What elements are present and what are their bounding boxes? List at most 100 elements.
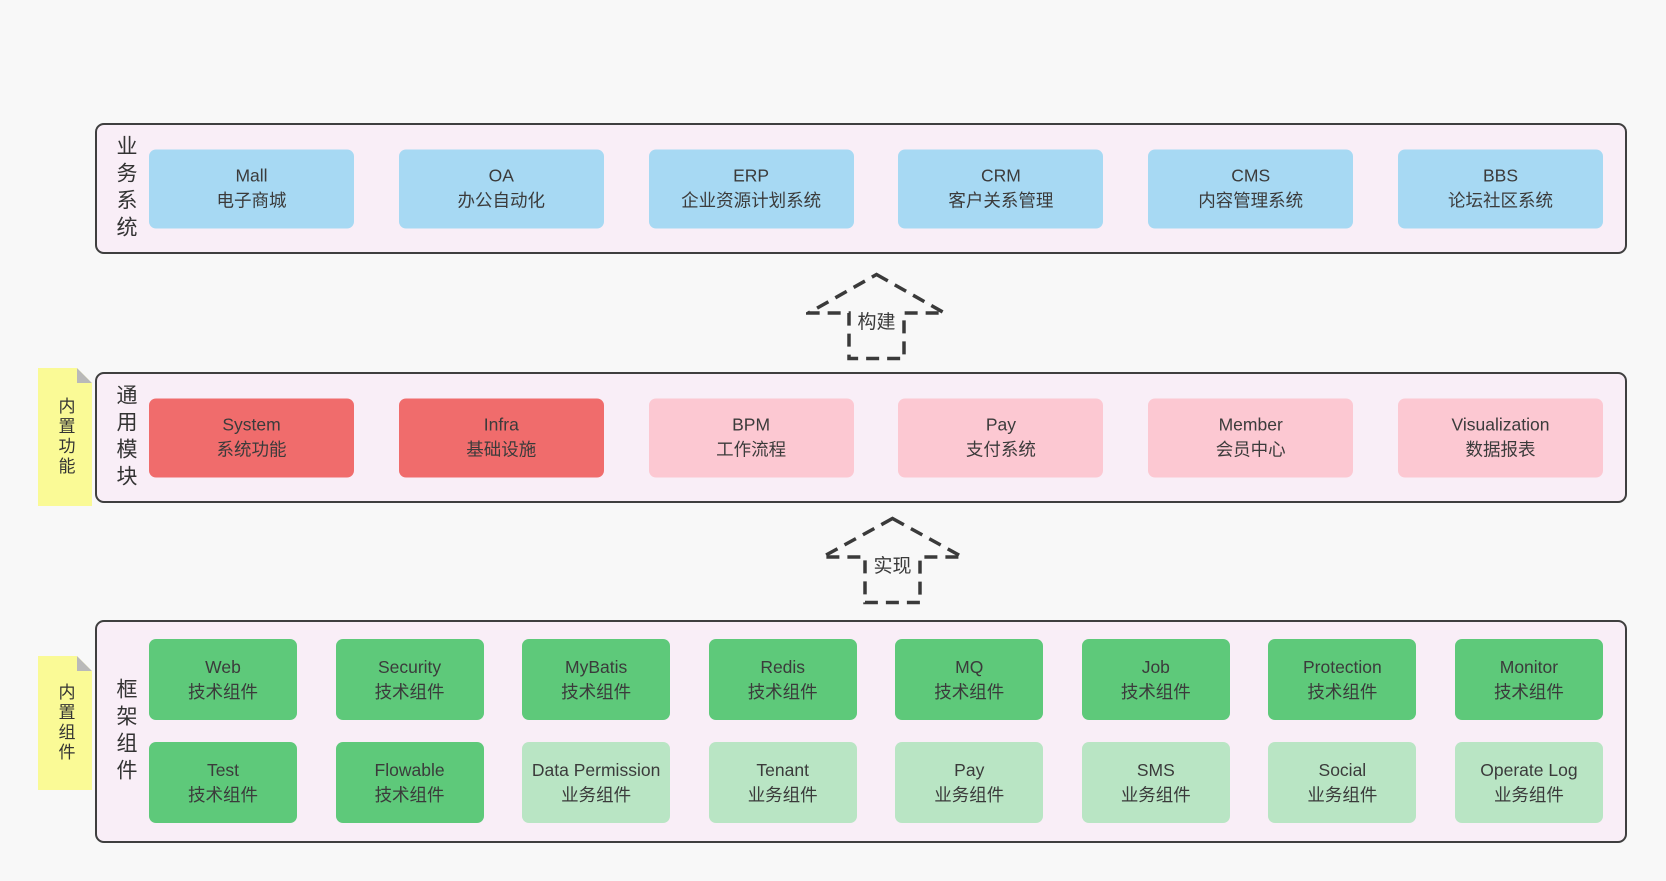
box-test: Test 技术组件: [149, 742, 297, 823]
box-name: OA: [488, 165, 514, 186]
box-name: Job: [1141, 656, 1170, 677]
box-member: Member 会员中心: [1148, 398, 1354, 477]
box-desc: 工作流程: [716, 439, 787, 460]
box-name: MQ: [955, 656, 984, 677]
sticky-note-builtin-components: 内置组件: [38, 656, 92, 790]
business-boxes-row: Mall 电子商城 OA 办公自动化 ERP 企业资源计划系统 CRM 客户关系…: [149, 149, 1603, 228]
box-desc: 业务组件: [1307, 784, 1378, 805]
box-desc: 数据报表: [1465, 439, 1536, 460]
box-pay-component: Pay 业务组件: [895, 742, 1044, 823]
box-name: Member: [1218, 414, 1283, 435]
box-desc: 技术组件: [1120, 681, 1191, 702]
box-pay-system: Pay 支付系统: [898, 398, 1104, 477]
box-desc: 技术组件: [747, 681, 818, 702]
box-desc: 业务组件: [934, 784, 1005, 805]
box-name: Monitor: [1499, 656, 1559, 677]
box-desc: 客户关系管理: [948, 190, 1054, 211]
box-name: MyBatis: [565, 656, 628, 677]
box-web: Web 技术组件: [149, 639, 297, 720]
box-name: Test: [206, 759, 240, 780]
box-desc: 论坛社区系统: [1447, 190, 1553, 211]
box-bpm: BPM 工作流程: [648, 398, 854, 477]
box-desc: 企业资源计划系统: [681, 190, 822, 211]
box-name: BBS: [1482, 165, 1518, 186]
box-mybatis: MyBatis 技术组件: [522, 639, 671, 720]
section-label-framework: 框架组件: [114, 677, 137, 786]
section-business-systems: 业务系统 Mall 电子商城 OA 办公自动化 ERP 企业资源计划系统 CRM…: [95, 123, 1627, 254]
build-arrow-icon: 构建: [806, 272, 947, 361]
box-redis: Redis 技术组件: [708, 639, 857, 720]
box-flowable: Flowable 技术组件: [335, 742, 484, 823]
box-desc: 内容管理系统: [1198, 190, 1304, 211]
sticky-label: 内置组件: [55, 683, 75, 763]
box-desc: 技术组件: [1493, 681, 1564, 702]
box-desc: 业务组件: [1120, 784, 1191, 805]
section-label-business: 业务系统: [114, 134, 137, 243]
box-name: Visualization: [1451, 414, 1550, 435]
box-name: SMS: [1136, 759, 1175, 780]
box-desc: 电子商城: [216, 190, 287, 211]
sticky-label: 内置功能: [55, 397, 75, 477]
box-name: Flowable: [374, 759, 445, 780]
implement-arrow-icon: 实现: [821, 516, 964, 605]
section-common-modules: 通用模块 System 系统功能 Infra 基础设施 BPM 工作流程 Pay…: [95, 372, 1627, 503]
box-desc: 业务组件: [561, 784, 632, 805]
box-monitor: Monitor 技术组件: [1454, 639, 1603, 720]
box-social: Social 业务组件: [1268, 742, 1417, 823]
box-protection: Protection 技术组件: [1268, 639, 1417, 720]
box-name: Redis: [760, 656, 806, 677]
box-desc: 业务组件: [747, 784, 818, 805]
box-crm: CRM 客户关系管理: [898, 149, 1104, 228]
section-label-modules: 通用模块: [114, 383, 137, 492]
box-sms: SMS 业务组件: [1081, 742, 1230, 823]
box-visualization: Visualization 数据报表: [1397, 398, 1603, 477]
box-desc: 办公自动化: [457, 190, 546, 211]
box-desc: 技术组件: [934, 681, 1005, 702]
box-name: CMS: [1231, 165, 1271, 186]
box-name: ERP: [733, 165, 770, 186]
sticky-note-builtin-features: 内置功能: [38, 368, 92, 506]
box-desc: 系统功能: [216, 439, 287, 460]
box-name: Social: [1318, 759, 1367, 780]
box-name: Mall: [235, 165, 268, 186]
box-desc: 业务组件: [1493, 784, 1564, 805]
box-oa: OA 办公自动化: [398, 149, 604, 228]
box-name: BPM: [732, 414, 771, 435]
box-name: Operate Log: [1480, 759, 1578, 780]
box-erp: ERP 企业资源计划系统: [648, 149, 854, 228]
box-mall: Mall 电子商城: [149, 149, 354, 228]
implement-arrow-label: 实现: [873, 555, 911, 577]
box-name: Security: [377, 656, 442, 677]
box-name: Web: [205, 656, 241, 677]
framework-row-2: Test 技术组件 Flowable 技术组件 Data Permission …: [149, 742, 1603, 823]
box-security: Security 技术组件: [335, 639, 484, 720]
box-data-permission: Data Permission 业务组件: [522, 742, 671, 823]
build-arrow-label: 构建: [857, 311, 895, 333]
box-name: Pay: [954, 759, 985, 780]
box-desc: 技术组件: [374, 784, 445, 805]
box-name: Pay: [985, 414, 1016, 435]
modules-boxes-row: System 系统功能 Infra 基础设施 BPM 工作流程 Pay 支付系统…: [149, 398, 1603, 477]
box-job: Job 技术组件: [1081, 639, 1230, 720]
box-desc: 会员中心: [1215, 439, 1286, 460]
box-infra: Infra 基础设施: [398, 398, 604, 477]
section-framework-components: 框架组件 Web 技术组件 Security 技术组件 MyBatis 技术组件…: [95, 620, 1627, 843]
box-desc: 技术组件: [188, 681, 258, 702]
box-desc: 技术组件: [561, 681, 632, 702]
box-name: Data Permission: [531, 759, 661, 780]
box-bbs: BBS 论坛社区系统: [1397, 149, 1603, 228]
framework-row-1: Web 技术组件 Security 技术组件 MyBatis 技术组件 Redi…: [149, 639, 1603, 720]
box-name: System: [222, 414, 281, 435]
box-name: CRM: [980, 165, 1021, 186]
box-desc: 支付系统: [965, 439, 1036, 460]
box-desc: 基础设施: [466, 439, 537, 460]
framework-boxes: Web 技术组件 Security 技术组件 MyBatis 技术组件 Redi…: [149, 639, 1603, 823]
box-name: Infra: [483, 414, 519, 435]
box-desc: 技术组件: [374, 681, 445, 702]
box-mq: MQ 技术组件: [895, 639, 1044, 720]
box-operate-log: Operate Log 业务组件: [1454, 742, 1603, 823]
box-tenant: Tenant 业务组件: [708, 742, 857, 823]
box-desc: 技术组件: [1307, 681, 1378, 702]
box-desc: 技术组件: [188, 784, 258, 805]
